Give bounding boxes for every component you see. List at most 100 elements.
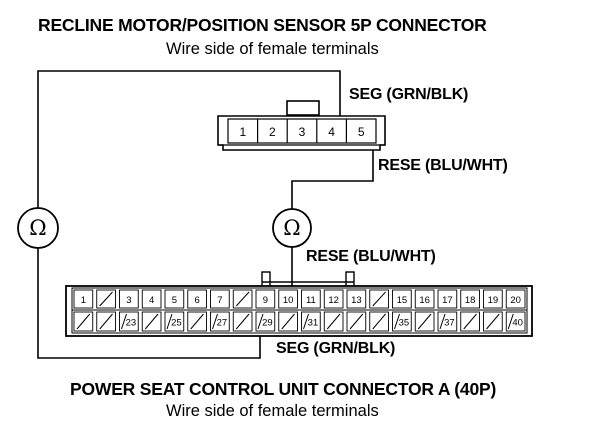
ohmmeter-left: Ω	[17, 207, 59, 249]
bottom-pin-cell	[301, 311, 321, 332]
seg-wire-top	[37, 70, 341, 208]
top-pin-label: 3	[299, 125, 306, 139]
bottom-pin-cell	[141, 289, 162, 309]
ohm-icon-left: Ω	[29, 216, 46, 240]
bottom-pin-cell	[301, 289, 321, 309]
bottom-pin-label: 10	[283, 295, 294, 306]
top-pin-label: 5	[358, 125, 365, 139]
unused-pin-slash	[235, 313, 250, 330]
unused-pin-slash	[99, 313, 113, 330]
bottom-pin-label: 5	[172, 295, 177, 306]
bottom-pin-cell	[437, 289, 458, 309]
bottom-pin-cell	[437, 311, 458, 332]
bottom-pin-label: 6	[194, 295, 199, 306]
bottom-pin-cell	[187, 289, 207, 309]
bottom-pin-label: 25	[171, 318, 182, 329]
bottom-pin-label: 23	[126, 318, 137, 329]
ohmmeter-left-ring	[17, 207, 59, 249]
bottom-pin-label: 29	[262, 318, 273, 329]
bottom-pin-label: 37	[444, 318, 455, 329]
bottom-connector-title: POWER SEAT CONTROL UNIT CONNECTOR A (40P…	[70, 379, 497, 399]
top-connector-lock-tab	[286, 100, 320, 116]
bottom-pin-cell	[414, 289, 435, 309]
bottom-pin-label: 4	[149, 295, 154, 306]
bottom-pin-label: 31	[308, 318, 319, 329]
bottom-pin-label: 18	[465, 295, 476, 306]
unused-pin-slash	[144, 313, 159, 330]
unused-pin-slash	[190, 313, 204, 330]
bottom-pin-label: 3	[126, 295, 131, 306]
bottom-pin-cell	[210, 289, 230, 309]
bottom-pin-cell	[505, 289, 526, 309]
unused-pin-slash	[463, 313, 477, 330]
unused-pin-slash	[349, 313, 364, 330]
top-connector-title: RECLINE MOTOR/POSITION SENSOR 5P CONNECT…	[38, 15, 487, 35]
pin-slash	[212, 313, 218, 330]
bottom-connector-subtitle: Wire side of female terminals	[166, 402, 379, 420]
pin-slash	[507, 313, 514, 330]
bottom-pin-label: 35	[399, 318, 410, 329]
top-pin-label: 1	[239, 125, 246, 139]
bottom-pin-cell	[505, 311, 526, 332]
ohmmeter-center: Ω	[272, 208, 312, 248]
unused-pin-slash	[372, 313, 386, 330]
pin-slash	[121, 313, 127, 330]
bottom-pin-label: 27	[217, 318, 228, 329]
bottom-pin-label: 16	[419, 295, 430, 306]
pin-slash	[257, 313, 264, 330]
ohmmeter-center-ring	[272, 208, 312, 248]
bottom-pin-label: 13	[351, 295, 362, 306]
top-connector-pins: 1 2 3 4 5	[239, 119, 365, 143]
bottom-pin-label: 9	[263, 295, 268, 306]
rese-wire-top	[291, 150, 374, 209]
ohm-icon-center: Ω	[283, 216, 300, 240]
bottom-pin-cell	[255, 311, 276, 332]
bottom-pin-cell	[483, 289, 503, 309]
rese-bottom-label: RESE (BLU/WHT)	[306, 248, 436, 265]
bottom-pin-label: 1	[81, 295, 86, 306]
pin-slash	[166, 313, 173, 330]
bottom-pin-cell	[460, 289, 480, 309]
unused-pin-slash	[99, 291, 113, 307]
wires	[37, 70, 374, 359]
bottom-pin-cell	[346, 289, 367, 309]
bottom-pin-label: 17	[442, 295, 453, 306]
bottom-pin-cell	[323, 289, 344, 309]
top-connector	[217, 100, 386, 151]
bottom-pin-label: 15	[397, 295, 408, 306]
bottom-pin-label: 11	[306, 295, 316, 306]
seg-bottom-label: SEG (GRN/BLK)	[276, 340, 396, 357]
bottom-pin-cell	[278, 289, 298, 309]
bottom-pin-label: 20	[510, 295, 521, 306]
bottom-pin-cell	[210, 311, 230, 332]
bottom-pin-cell	[119, 311, 139, 332]
unused-pin-slash	[76, 313, 91, 330]
bottom-pin-cell	[164, 289, 185, 309]
bottom-pin-label: 7	[217, 295, 222, 306]
bottom-pin-cell	[392, 311, 412, 332]
top-connector-cavity	[227, 118, 377, 144]
unused-pin-slash	[486, 313, 500, 330]
bottom-pin-cell	[119, 289, 139, 309]
rese-top-label: RESE (BLU/WHT)	[378, 157, 508, 174]
pin-slash	[303, 313, 309, 330]
top-pin-label: 4	[328, 125, 335, 139]
bottom-pin-label: 12	[328, 295, 339, 306]
pin-slash	[394, 313, 400, 330]
unused-pin-slash	[417, 313, 432, 330]
bottom-pin-label: 40	[512, 318, 523, 329]
seg-wire-bottom	[37, 248, 261, 359]
top-connector-subtitle: Wire side of female terminals	[166, 40, 379, 58]
pin-slash	[439, 313, 446, 330]
bottom-pin-cell	[164, 311, 185, 332]
bottom-pin-cell	[392, 289, 412, 309]
unused-pin-slash	[326, 313, 341, 330]
top-pin-label: 2	[269, 125, 276, 139]
unused-pin-slash	[235, 291, 250, 307]
unused-pin-slash	[281, 313, 295, 330]
seg-top-label: SEG (GRN/BLK)	[349, 86, 469, 103]
unused-pin-slash	[372, 291, 386, 307]
